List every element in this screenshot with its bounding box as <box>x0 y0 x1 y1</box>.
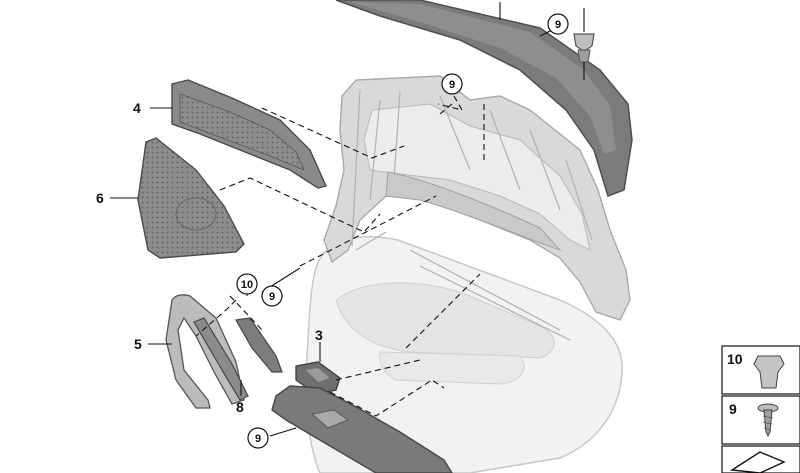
svg-text:10: 10 <box>727 351 743 367</box>
legend-item-9: 9 <box>721 395 800 445</box>
handle-inlay-upper-part-8 <box>235 317 283 373</box>
carrier-grip-channel <box>385 171 562 252</box>
callout-6: 6 <box>96 190 104 206</box>
speaker-trim-grille-4 <box>179 93 305 171</box>
circled-9-bottom: 9 <box>247 427 269 449</box>
circled-10-left: 10 <box>236 273 258 295</box>
upper-trim-strip <box>335 0 633 197</box>
upper-trim-highlight <box>350 2 616 154</box>
armrest-switch-cutout <box>310 409 350 429</box>
circled-9-upper-mid: 9 <box>441 73 463 95</box>
clip-nut-icon <box>753 355 785 389</box>
trim-clip <box>573 33 595 63</box>
svg-text:9: 9 <box>729 401 737 417</box>
circled-9-left: 9 <box>261 285 283 307</box>
circled-9-top-right: 9 <box>547 13 569 35</box>
carrier-inner-cutout <box>363 103 591 251</box>
svg-text:9: 9 <box>269 291 275 303</box>
legend-item-partial <box>721 445 800 473</box>
window-switch-button <box>306 368 330 382</box>
bracket-icon <box>729 451 786 473</box>
callout-3: 3 <box>315 327 323 343</box>
callout-4: 4 <box>133 100 141 116</box>
door-panel-armrest-recess <box>335 282 555 359</box>
legend-item-10: 10 <box>721 345 800 395</box>
handle-inlay-part-8 <box>193 317 249 401</box>
tweeter-grille-boss <box>175 197 217 231</box>
armrest-trim <box>271 385 453 473</box>
carrier-ribs <box>351 89 593 341</box>
svg-text:10: 10 <box>241 279 253 291</box>
screw-icon <box>757 403 779 438</box>
svg-text:9: 9 <box>449 79 455 91</box>
handle-bezel-part-5 <box>165 294 245 409</box>
svg-text:9: 9 <box>555 19 561 31</box>
door-panel-pocket <box>379 351 525 385</box>
dashed-assembly-lines <box>195 95 485 417</box>
callout-8: 8 <box>236 399 244 415</box>
svg-text:9: 9 <box>255 433 261 445</box>
callout-5: 5 <box>134 336 142 352</box>
